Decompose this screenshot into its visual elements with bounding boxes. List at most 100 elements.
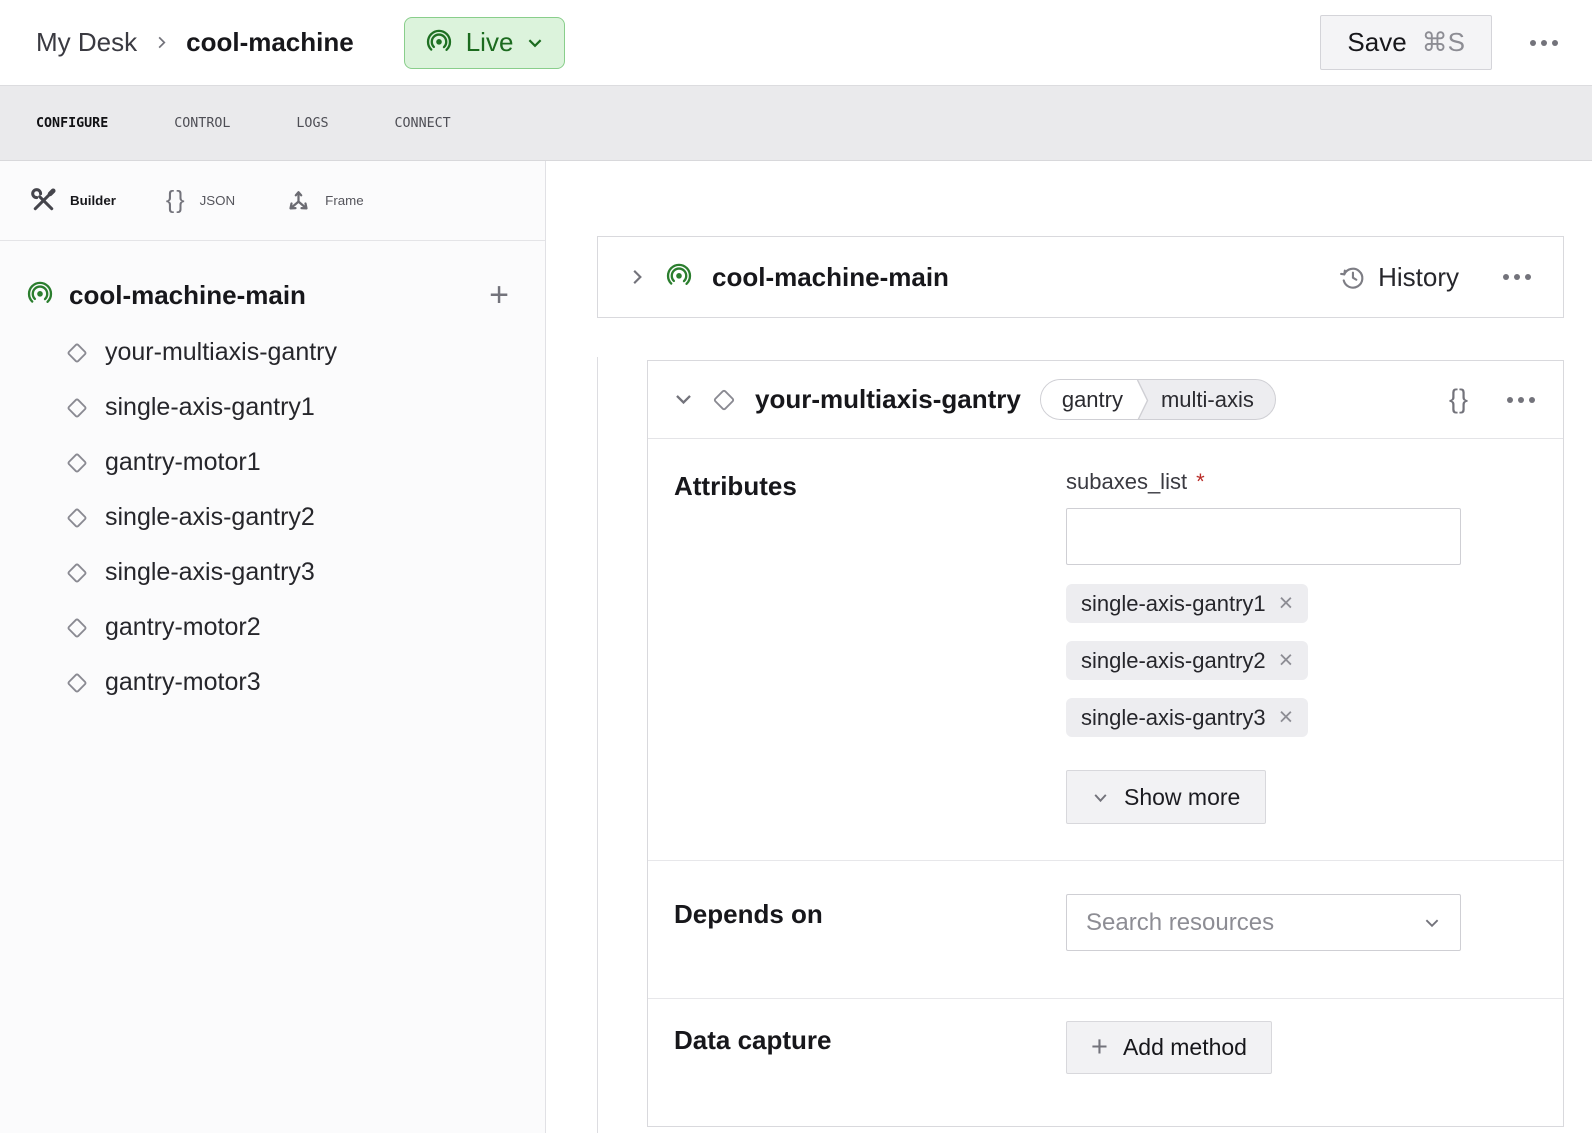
component-type-pill: gantry multi-axis — [1039, 379, 1276, 420]
tree-root-part[interactable]: cool-machine-main + — [0, 265, 545, 325]
broadcast-icon — [425, 29, 453, 57]
diamond-icon — [64, 395, 90, 421]
live-badge-label: Live — [465, 27, 514, 57]
tab-control[interactable]: CONTROL — [174, 112, 230, 135]
tree-item-label: gantry-motor1 — [105, 448, 261, 476]
diamond-icon — [64, 340, 90, 366]
view-tab-builder[interactable]: Builder — [30, 187, 116, 214]
collapse-component-button[interactable] — [674, 390, 693, 409]
data-capture-section-label: Data capture — [674, 1025, 832, 1055]
view-tab-frame[interactable]: Frame — [285, 187, 364, 214]
view-tab-json[interactable]: {} JSON — [166, 186, 235, 215]
tree-item-single-axis-gantry3[interactable]: single-axis-gantry3 — [0, 545, 545, 600]
component-card-title: your-multiaxis-gantry — [755, 384, 1021, 414]
top-bar: My Desk cool-machine Live Save ⌘S — [0, 0, 1592, 85]
history-button[interactable]: History — [1339, 262, 1459, 293]
component-model-tag: multi-axis — [1160, 386, 1254, 412]
component-card: your-multiaxis-gantry gantry multi-axis … — [647, 360, 1564, 1127]
plus-icon: + — [1091, 1031, 1108, 1063]
add-component-button[interactable]: + — [489, 276, 509, 314]
chip-label: single-axis-gantry3 — [1081, 704, 1266, 730]
attributes-section: Attributes subaxes_list * single-axis-ga… — [648, 439, 1563, 860]
save-shortcut: ⌘S — [1421, 27, 1465, 57]
tree-item-label: single-axis-gantry1 — [105, 393, 315, 421]
tree-item-label: your-multiaxis-gantry — [105, 338, 338, 366]
depends-on-placeholder: Search resources — [1086, 908, 1275, 936]
tab-connect[interactable]: CONNECT — [395, 112, 451, 135]
chip-label: single-axis-gantry1 — [1081, 590, 1266, 616]
config-sidebar: Builder {} JSON Frame — [0, 161, 546, 1133]
config-main-panel: cool-machine-main History — [546, 161, 1592, 1133]
attributes-section-label: Attributes — [674, 471, 797, 501]
history-icon — [1339, 264, 1366, 291]
component-overflow-menu-button[interactable] — [1505, 391, 1537, 409]
subaxes-list-field-label: subaxes_list — [1066, 469, 1188, 494]
tree-root-label: cool-machine-main — [69, 279, 306, 310]
part-card-title: cool-machine-main — [712, 261, 949, 292]
resource-tree: cool-machine-main + your-multiaxis-gantr… — [0, 241, 545, 710]
expand-part-button[interactable] — [628, 268, 646, 286]
part-overflow-menu-button[interactable] — [1501, 268, 1533, 286]
view-tab-frame-label: Frame — [325, 193, 364, 208]
tree-item-gantry-motor1[interactable]: gantry-motor1 — [0, 435, 545, 490]
diamond-icon — [64, 505, 90, 531]
tree-item-label: single-axis-gantry2 — [105, 503, 315, 531]
show-more-button[interactable]: Show more — [1066, 770, 1267, 824]
tree-item-gantry-motor3[interactable]: gantry-motor3 — [0, 655, 545, 710]
save-button-label: Save — [1347, 27, 1407, 57]
tree-item-label: gantry-motor2 — [105, 613, 261, 641]
tools-icon — [30, 187, 57, 214]
tab-logs[interactable]: LOGS — [296, 112, 328, 135]
data-capture-section: Data capture + Add method — [648, 998, 1563, 1126]
depends-on-select[interactable]: Search resources — [1066, 894, 1461, 951]
chevron-down-icon — [526, 34, 544, 52]
component-type-tag: gantry — [1040, 380, 1135, 419]
add-method-label: Add method — [1122, 1034, 1247, 1060]
diamond-icon — [710, 386, 738, 414]
tree-item-your-multiaxis-gantry[interactable]: your-multiaxis-gantry — [0, 325, 545, 380]
view-tab-json-label: JSON — [199, 193, 236, 208]
chevron-down-icon — [1092, 789, 1109, 806]
pill-divider — [1134, 380, 1149, 419]
subaxis-chip: single-axis-gantry3 × — [1066, 698, 1309, 737]
add-method-button[interactable]: + Add method — [1066, 1021, 1272, 1074]
remove-chip-button[interactable]: × — [1278, 646, 1294, 674]
remove-chip-button[interactable]: × — [1278, 703, 1294, 731]
history-button-label: History — [1378, 261, 1459, 292]
tree-item-label: gantry-motor3 — [105, 668, 261, 696]
tree-item-gantry-motor2[interactable]: gantry-motor2 — [0, 600, 545, 655]
part-card: cool-machine-main History — [597, 236, 1564, 318]
breadcrumb: My Desk cool-machine — [36, 27, 354, 58]
raw-json-button[interactable]: {} — [1448, 384, 1469, 414]
chevron-down-icon — [1423, 914, 1441, 932]
subaxis-chip: single-axis-gantry2 × — [1066, 641, 1309, 680]
live-status-dropdown[interactable]: Live — [403, 16, 566, 69]
breadcrumb-current: cool-machine — [186, 27, 354, 57]
header-overflow-menu-button[interactable] — [1528, 34, 1560, 52]
diamond-icon — [64, 450, 90, 476]
chevron-right-icon — [154, 35, 169, 50]
sidebar-view-tabs: Builder {} JSON Frame — [0, 161, 545, 241]
remove-chip-button[interactable]: × — [1278, 589, 1294, 617]
chip-label: single-axis-gantry2 — [1081, 647, 1266, 673]
diamond-icon — [64, 615, 90, 641]
view-tab-builder-label: Builder — [70, 193, 116, 208]
main-tab-bar: CONFIGURE CONTROL LOGS CONNECT — [0, 85, 1592, 161]
axes-icon — [285, 187, 312, 214]
tab-configure[interactable]: CONFIGURE — [36, 112, 108, 135]
breadcrumb-parent[interactable]: My Desk — [36, 27, 138, 57]
subaxes-list-input[interactable] — [1066, 508, 1461, 565]
component-card-header: your-multiaxis-gantry gantry multi-axis … — [648, 361, 1563, 439]
depends-on-section-label: Depends on — [674, 899, 823, 929]
broadcast-icon — [26, 281, 54, 309]
tree-item-single-axis-gantry1[interactable]: single-axis-gantry1 — [0, 380, 545, 435]
diamond-icon — [64, 670, 90, 696]
subaxis-chip: single-axis-gantry1 × — [1066, 584, 1309, 623]
broadcast-icon — [665, 263, 693, 291]
braces-icon: {} — [165, 186, 187, 214]
depends-on-section: Depends on Search resources — [648, 860, 1563, 998]
tree-item-single-axis-gantry2[interactable]: single-axis-gantry2 — [0, 490, 545, 545]
save-button[interactable]: Save ⌘S — [1320, 15, 1492, 70]
tree-connector-line — [597, 357, 598, 1133]
required-marker: * — [1196, 469, 1205, 494]
